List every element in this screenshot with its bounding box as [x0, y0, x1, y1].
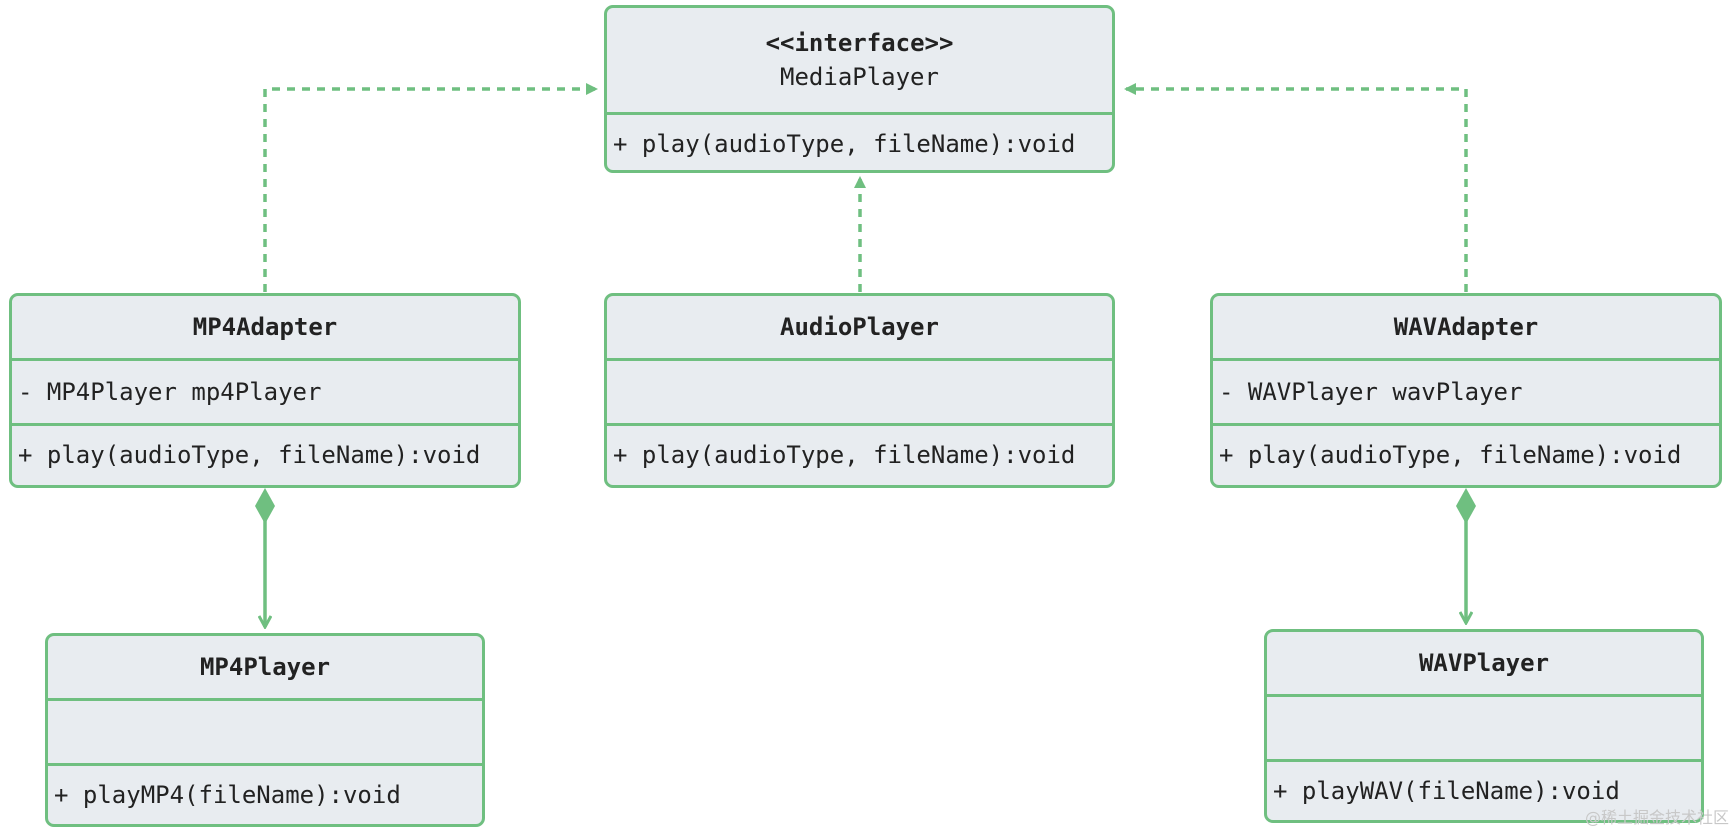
attribute-signature: - MP4Player mp4Player: [18, 378, 322, 406]
class-header: MP4Player: [48, 636, 482, 698]
method-signature: + play(audioType, fileName):void: [613, 441, 1076, 469]
class-name: WAVPlayer: [1418, 649, 1550, 677]
watermark: @稀土掘金技术社区: [1584, 808, 1729, 827]
attribute-row: - MP4Player mp4Player: [12, 358, 518, 423]
method-signature: + play(audioType, fileName):void: [18, 441, 481, 469]
realization-wavadapter-mediaplayer: [1124, 83, 1468, 292]
class-wavplayer[interactable]: WAVPlayer + playWAV(fileName):void: [1264, 629, 1704, 823]
method-row: + play(audioType, fileName):void: [607, 112, 1112, 170]
realization-mp4adapter-mediaplayer: [263, 83, 598, 292]
class-wavadapter[interactable]: WAVAdapter - WAVPlayer wavPlayer + play(…: [1210, 293, 1722, 488]
attribute-row: - WAVPlayer wavPlayer: [1213, 358, 1719, 423]
attribute-row-empty: [48, 698, 482, 763]
class-header: <<interface>> MediaPlayer: [607, 8, 1112, 112]
method-row: + playMP4(fileName):void: [48, 763, 482, 823]
class-name: MediaPlayer: [780, 63, 939, 91]
class-header: WAVAdapter: [1213, 296, 1719, 358]
method-row: + play(audioType, fileName):void: [607, 423, 1112, 484]
composition-diamond-mp4adapter: [255, 488, 275, 524]
class-name: AudioPlayer: [780, 313, 939, 341]
class-name: MP4Player: [199, 653, 331, 681]
class-name: WAVAdapter: [1393, 313, 1539, 341]
method-signature: + play(audioType, fileName):void: [613, 130, 1076, 158]
class-header: AudioPlayer: [607, 296, 1112, 358]
class-header: WAVPlayer: [1267, 632, 1701, 694]
class-mp4adapter[interactable]: MP4Adapter - MP4Player mp4Player + play(…: [9, 293, 521, 488]
attribute-row-empty: [607, 358, 1112, 423]
attribute-row-empty: [1267, 694, 1701, 759]
method-row: + playWAV(fileName):void: [1267, 759, 1701, 819]
class-header: MP4Adapter: [12, 296, 518, 358]
class-name: MP4Adapter: [192, 313, 338, 341]
attribute-signature: - WAVPlayer wavPlayer: [1219, 378, 1523, 406]
method-row: + play(audioType, fileName):void: [1213, 423, 1719, 484]
class-mediaplayer[interactable]: <<interface>> MediaPlayer + play(audioTy…: [604, 5, 1115, 173]
class-mp4player[interactable]: MP4Player + playMP4(fileName):void: [45, 633, 485, 827]
class-audioplayer[interactable]: AudioPlayer + play(audioType, fileName):…: [604, 293, 1115, 488]
stereotype-label: <<interface>>: [765, 29, 954, 57]
method-signature: + play(audioType, fileName):void: [1219, 441, 1682, 469]
method-signature: + playWAV(fileName):void: [1273, 776, 1620, 805]
method-signature: + playMP4(fileName):void: [54, 780, 401, 809]
method-row: + play(audioType, fileName):void: [12, 423, 518, 484]
composition-diamond-wavadapter: [1456, 488, 1476, 524]
